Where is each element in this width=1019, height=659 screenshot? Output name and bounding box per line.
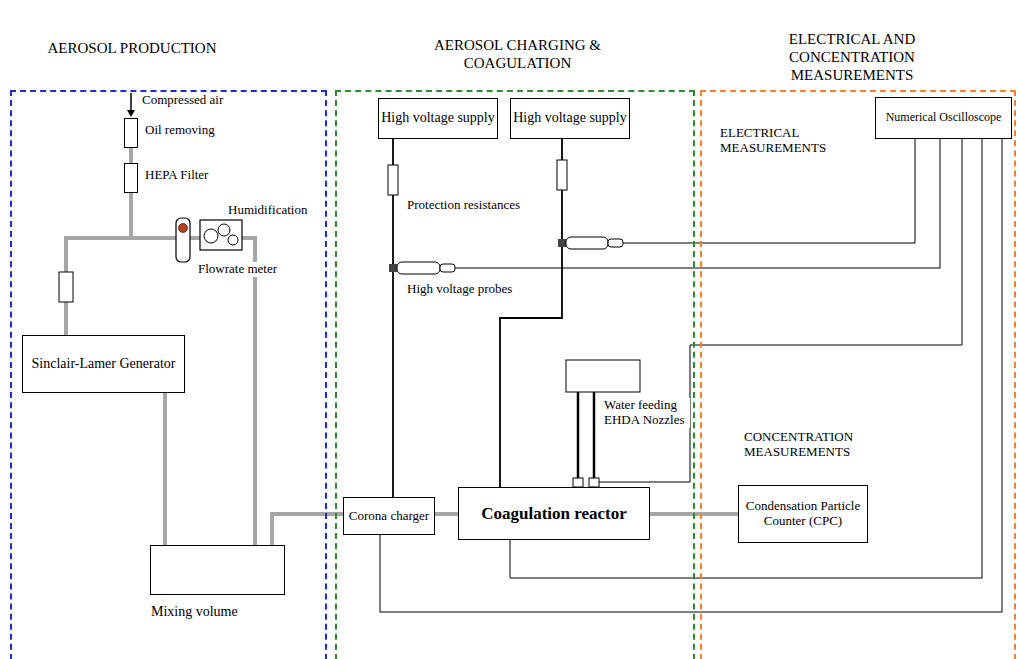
box-text: High voltage supply — [381, 110, 495, 126]
compressed-air-arrow — [127, 93, 135, 117]
gas-pipe — [272, 514, 343, 545]
ehda-nozzles — [589, 478, 599, 487]
instrument-box: Numerical Oscilloscope — [875, 97, 1012, 139]
high-voltage-probe — [608, 239, 623, 247]
box-text: Condensation Particle Counter (CPC) — [739, 499, 867, 529]
resistor-symbol — [388, 165, 398, 195]
section-label: CONCENTRATION MEASUREMENTS — [742, 430, 888, 460]
reactor-box: Coagulation reactor — [458, 487, 650, 540]
component-label: Protection resistances — [405, 198, 522, 213]
humidifier-symbol — [228, 235, 238, 245]
device-label: Humidification — [226, 203, 309, 218]
probe-wire — [455, 139, 940, 268]
box-text: High voltage supply — [513, 110, 627, 126]
humidifier-symbol — [204, 229, 218, 243]
compressed-air-arrow — [127, 110, 135, 117]
filter-box: Oil removing — [124, 118, 138, 148]
flowrate-meter-symbol — [176, 218, 190, 262]
box-label: HEPA Filter — [145, 168, 208, 183]
box-text: Corona charger — [349, 509, 429, 524]
ehda-nozzles — [593, 392, 596, 480]
ehda-nozzles — [566, 360, 640, 392]
probe-wire — [455, 139, 962, 482]
high-voltage-probe — [389, 237, 623, 274]
box-text: Numerical Oscilloscope — [886, 111, 1002, 125]
flowrate-meter-symbol — [176, 218, 190, 262]
high-voltage-wire — [500, 139, 562, 487]
gas-pipe — [163, 393, 167, 545]
power-supply-box: High voltage supply — [510, 98, 630, 139]
instrument-box: Condensation Particle Counter (CPC) — [738, 485, 868, 543]
humidifier-symbol — [200, 220, 242, 250]
region-heading: AEROSOL CHARGING & COAGULATION — [410, 36, 625, 72]
box-text: Sinclair-Lamer Generator — [32, 356, 176, 372]
power-supply-box: High voltage supply — [378, 98, 498, 139]
flow-label: Compressed air — [140, 93, 225, 108]
section-label: ELECTRICAL MEASUREMENTS — [718, 126, 852, 156]
box-label: Oil removing — [145, 123, 215, 138]
mixing-volume-box: Mixing volume — [150, 545, 285, 595]
gas-pipe — [129, 148, 133, 163]
resistor-symbol — [557, 160, 567, 190]
compressed-air-arrow — [130, 93, 132, 111]
high-voltage-probe — [397, 262, 440, 274]
region-heading: ELECTRICAL AND CONCENTRATION MEASUREMENT… — [742, 30, 962, 84]
region-panel: AEROSOL CHARGING & COAGULATIONHigh volta… — [335, 90, 695, 659]
region-heading: AEROSOL PRODUCTION — [12, 39, 252, 57]
region-panel: ELECTRICAL AND CONCENTRATION MEASUREMENT… — [700, 90, 1016, 659]
high-voltage-probe — [566, 237, 608, 249]
ehda-nozzles — [577, 392, 580, 480]
device-label: Flowrate meter — [196, 262, 279, 277]
probe-wire — [599, 139, 962, 482]
region-panel: AEROSOL PRODUCTIONOil removingHEPA Filte… — [10, 90, 327, 659]
signal-wire — [380, 139, 1002, 612]
component-label: Water feeding EHDA Nozzles — [602, 398, 690, 428]
component-label: High voltage probes — [405, 282, 514, 297]
charger-box: Corona charger — [343, 497, 435, 535]
small-filter-box — [59, 272, 73, 302]
high-voltage-probe — [440, 264, 455, 272]
box-text: Coagulation reactor — [481, 504, 627, 524]
ehda-nozzles — [573, 478, 583, 487]
humidifier-symbol — [200, 220, 242, 250]
filter-box: HEPA Filter — [124, 163, 138, 193]
generator-box: Sinclair-Lamer Generator — [22, 335, 185, 393]
gas-pipe — [435, 512, 458, 516]
gas-pipe — [66, 193, 131, 335]
box-label: Mixing volume — [151, 604, 238, 620]
high-voltage-probe — [389, 264, 397, 272]
high-voltage-probe — [558, 239, 566, 247]
flowrate-meter-symbol — [179, 224, 188, 233]
humidifier-symbol — [218, 224, 230, 236]
